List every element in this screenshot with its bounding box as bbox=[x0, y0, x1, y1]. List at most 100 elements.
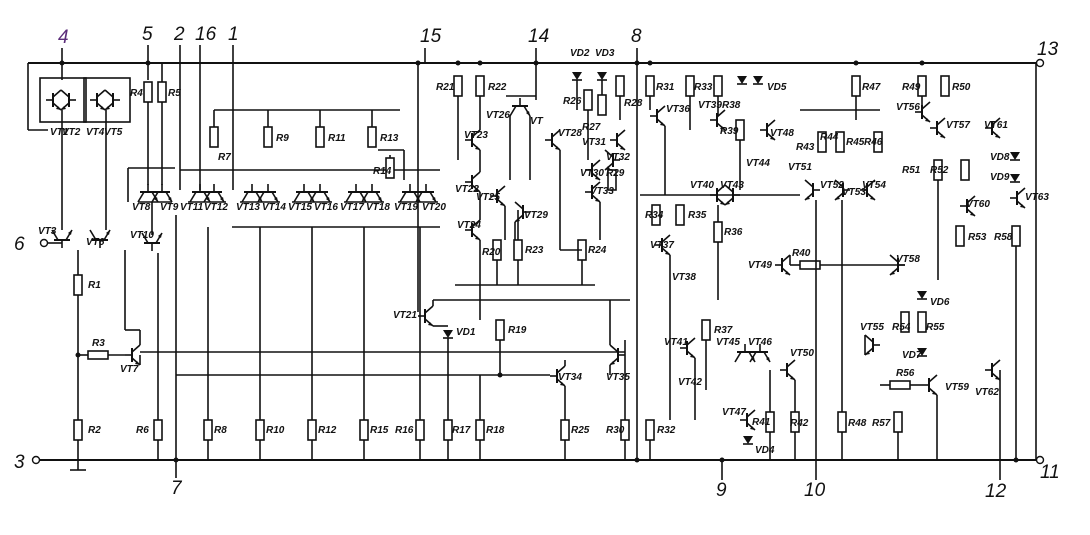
vt2-label: VT2 bbox=[62, 127, 81, 138]
vt63-label: VT63 bbox=[1025, 192, 1049, 203]
vt50-label: VT50 bbox=[790, 348, 814, 359]
r35-label: R35 bbox=[688, 210, 707, 221]
pin-12-label: 12 bbox=[985, 481, 1007, 502]
pin-5-label: 5 bbox=[142, 24, 153, 45]
pin-15-label: 15 bbox=[420, 26, 442, 47]
pin-16-label: 16 bbox=[195, 24, 217, 45]
r16-label: R16 bbox=[395, 425, 414, 436]
r13-label: R13 bbox=[380, 133, 399, 144]
vt8-label: VT8 bbox=[132, 202, 151, 213]
pin-10-label: 10 bbox=[804, 480, 826, 501]
r25-label: R25 bbox=[571, 425, 590, 436]
vd3-label: VD3 bbox=[595, 48, 615, 59]
r17-label: R17 bbox=[452, 425, 471, 436]
vt11-label: VT11 bbox=[180, 202, 204, 213]
r43-label: R43 bbox=[796, 142, 815, 153]
vt13-label: VT13 bbox=[236, 202, 260, 213]
r14-label: R14 bbox=[373, 166, 392, 177]
r34-label: R34 bbox=[645, 210, 664, 221]
r44-label: R44 bbox=[820, 132, 839, 143]
r55-label: R55 bbox=[926, 322, 945, 333]
r5-label: R5 bbox=[168, 88, 181, 99]
vd9-label: VD9 bbox=[990, 172, 1010, 183]
junctions bbox=[59, 60, 1019, 463]
r10-label: R10 bbox=[266, 425, 285, 436]
vt3-label: VT3 bbox=[38, 226, 57, 237]
vd5-label: VD5 bbox=[767, 82, 787, 93]
r21-label: R21 bbox=[436, 82, 455, 93]
vd2-label: VD2 bbox=[570, 48, 590, 59]
r54-label: R54 bbox=[892, 322, 911, 333]
vt52-label: VT52 bbox=[820, 180, 844, 191]
vt49-label: VT49 bbox=[748, 260, 772, 271]
r38-label: R38 bbox=[722, 100, 741, 111]
pin-4-label: 4 bbox=[58, 27, 69, 48]
vt45-label: VT45 bbox=[716, 337, 740, 348]
vt5-label: VT5 bbox=[104, 127, 123, 138]
vt21-block bbox=[417, 63, 630, 460]
r51-label: R51 bbox=[902, 165, 921, 176]
r29-label: R29 bbox=[606, 168, 625, 179]
r46-label: R46 bbox=[864, 137, 883, 148]
output-stage-b bbox=[864, 63, 1037, 460]
vt46-label: VT46 bbox=[748, 337, 772, 348]
vt35-label: VT35 bbox=[606, 372, 630, 383]
r3-label: R3 bbox=[92, 338, 105, 349]
vt41-label: VT41 bbox=[664, 337, 688, 348]
r57-label: R57 bbox=[872, 418, 891, 429]
r20-label: R20 bbox=[482, 247, 501, 258]
r49-label: R49 bbox=[902, 82, 921, 93]
vt9-label: VT9 bbox=[160, 202, 179, 213]
pin-leads bbox=[61, 45, 1001, 480]
vt30-label: VT30 bbox=[580, 168, 604, 179]
r9-label: R9 bbox=[276, 133, 289, 144]
vd2-vd3-block bbox=[571, 71, 626, 240]
r26-label: R26 bbox=[563, 96, 582, 107]
vt14-label: VT14 bbox=[262, 202, 286, 213]
r41-label: R41 bbox=[752, 417, 771, 428]
vt48-label: VT48 bbox=[770, 128, 794, 139]
vt39-label: VT39 bbox=[698, 100, 722, 111]
output-drivers bbox=[475, 300, 630, 460]
vt51-label: VT51 bbox=[788, 162, 812, 173]
vt62-label: VT62 bbox=[975, 387, 999, 398]
vt6-label: VT6 bbox=[86, 237, 105, 248]
r24-label: R24 bbox=[588, 245, 607, 256]
vt16-label: VT16 bbox=[314, 202, 338, 213]
vt4-label: VT4 bbox=[86, 127, 105, 138]
vt53-label: VT53 bbox=[842, 187, 866, 198]
r32-label: R32 bbox=[657, 425, 676, 436]
vt23-label: VT23 bbox=[464, 130, 488, 141]
pin-6-label: 6 bbox=[14, 234, 25, 255]
vt44-label: VT44 bbox=[746, 158, 770, 169]
r36-label: R36 bbox=[724, 227, 743, 238]
r28-label: R28 bbox=[624, 98, 643, 109]
r18-label: R18 bbox=[486, 425, 505, 436]
vt32-label: VT32 bbox=[606, 152, 630, 163]
r30-label: R30 bbox=[606, 425, 625, 436]
vt1-label: VT1 bbox=[50, 127, 69, 138]
vd1-label: VD1 bbox=[456, 327, 476, 338]
r53-label: R53 bbox=[968, 232, 987, 243]
pin-7-label: 7 bbox=[171, 478, 183, 499]
r2-label: R2 bbox=[88, 425, 101, 436]
r37-label: R37 bbox=[714, 325, 733, 336]
vt21-label: VT21 bbox=[393, 310, 417, 321]
pin-13-label: 13 bbox=[1037, 39, 1059, 60]
vt15-label: VT15 bbox=[288, 202, 312, 213]
pin-3-label: 3 bbox=[14, 452, 25, 473]
r15-label: R15 bbox=[370, 425, 389, 436]
r50-label: R50 bbox=[952, 82, 971, 93]
r8-label: R8 bbox=[214, 425, 227, 436]
r6-label: R6 bbox=[136, 425, 149, 436]
r12-label: R12 bbox=[318, 425, 337, 436]
vt20-label: VT20 bbox=[422, 202, 446, 213]
vt26-label: VT26 bbox=[486, 110, 510, 121]
pin-14-label: 14 bbox=[528, 26, 549, 47]
r52-label: R52 bbox=[930, 165, 949, 176]
vt28-label: VT28 bbox=[558, 128, 582, 139]
r47-label: R47 bbox=[862, 82, 881, 93]
pin-1-label: 1 bbox=[228, 24, 239, 45]
r45-label: R45 bbox=[846, 137, 865, 148]
